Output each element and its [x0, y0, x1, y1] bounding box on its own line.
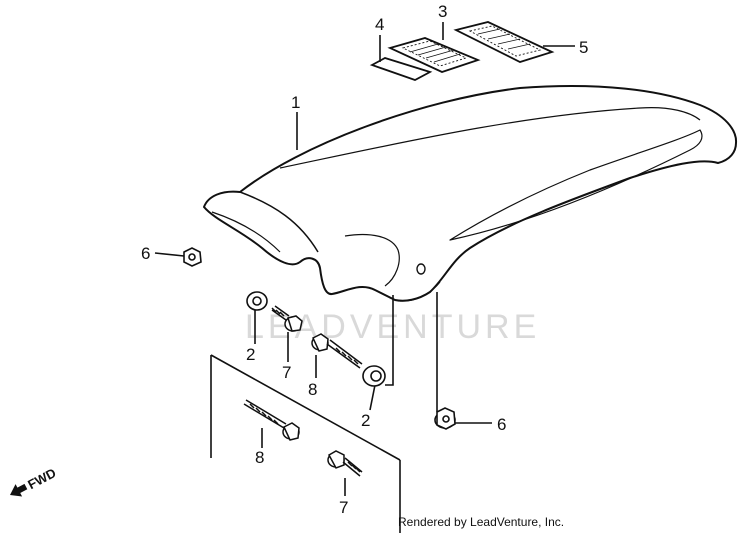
- callout-5: 5: [579, 38, 588, 57]
- rear-fender: [203, 85, 738, 302]
- flange-nut-6-left: [183, 247, 202, 267]
- callout-4: 4: [375, 15, 384, 34]
- long-bolt-8-lower: [243, 399, 300, 441]
- long-bolt-8-upper: [311, 333, 363, 369]
- fwd-label: FWD: [25, 465, 58, 492]
- flange-bolt-7-upper: [271, 305, 303, 332]
- callout-2-upper: 2: [246, 345, 255, 364]
- flange-bolt-7-lower: [327, 450, 363, 477]
- callout-8-lower: 8: [255, 448, 264, 467]
- flange-nut-6-right: [434, 407, 456, 430]
- callout-6-left: 6: [141, 244, 150, 263]
- washer-2-upper: [246, 291, 268, 311]
- callout-1: 1: [291, 93, 300, 112]
- callout-8-upper: 8: [308, 380, 317, 399]
- callout-6-right: 6: [497, 415, 506, 434]
- callouts: 1 4 3 5 6 6 2 2 7 7 8 8: [141, 2, 588, 517]
- fwd-indicator: FWD: [10, 465, 58, 497]
- render-credit: Rendered by LeadVenture, Inc.: [398, 515, 565, 529]
- washer-2-lower: [362, 365, 386, 387]
- leader-lines: [154, 22, 575, 533]
- forward-arrow-icon: [10, 483, 28, 497]
- callout-7-lower: 7: [339, 498, 348, 517]
- callout-3: 3: [438, 2, 447, 21]
- decal-5: [453, 21, 555, 63]
- callout-7-upper: 7: [282, 363, 291, 382]
- callout-2-lower: 2: [361, 411, 370, 430]
- decal-3: [387, 37, 481, 73]
